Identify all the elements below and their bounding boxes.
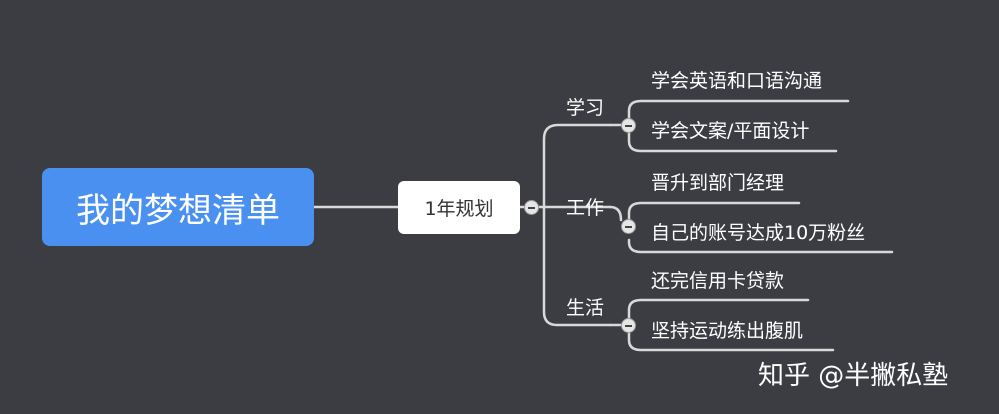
leaf-study-english[interactable]: 学会英语和口语沟通 <box>651 70 823 92</box>
leaf-line-life-2 <box>627 330 835 352</box>
category-study[interactable]: 学习 <box>566 97 605 119</box>
leaf-line-work-2 <box>627 238 894 254</box>
plan-node-label: 1年规划 <box>424 198 494 220</box>
watermark-text: 知乎 @半撇私塾 <box>758 361 949 391</box>
connector-life <box>542 205 612 327</box>
category-life[interactable]: 生活 <box>566 297 605 319</box>
leaf-line-life-1 <box>627 298 810 320</box>
collapse-work-toggle[interactable] <box>621 219 636 234</box>
category-work[interactable]: 工作 <box>566 197 605 219</box>
root-node-label: 我的梦想清单 <box>76 190 280 231</box>
plan-node[interactable]: 1年规划 <box>398 181 520 234</box>
leaf-work-promotion[interactable]: 晋升到部门经理 <box>651 172 785 194</box>
leaf-work-followers[interactable]: 自己的账号达成10万粉丝 <box>651 222 866 244</box>
leaf-life-exercise[interactable]: 坚持运动练出腹肌 <box>651 320 804 342</box>
leaf-life-credit-card[interactable]: 还完信用卡贷款 <box>651 270 785 292</box>
leaf-study-design[interactable]: 学会文案/平面设计 <box>651 120 810 142</box>
root-node[interactable]: 我的梦想清单 <box>42 168 314 246</box>
leaf-line-study-1 <box>627 99 850 120</box>
connector-study <box>542 123 612 209</box>
collapse-study-toggle[interactable] <box>621 118 636 133</box>
collapse-life-toggle[interactable] <box>621 318 636 333</box>
leaf-line-study-2 <box>627 130 838 153</box>
leaf-line-work-1 <box>627 201 801 227</box>
collapse-plan-toggle[interactable] <box>524 200 539 215</box>
